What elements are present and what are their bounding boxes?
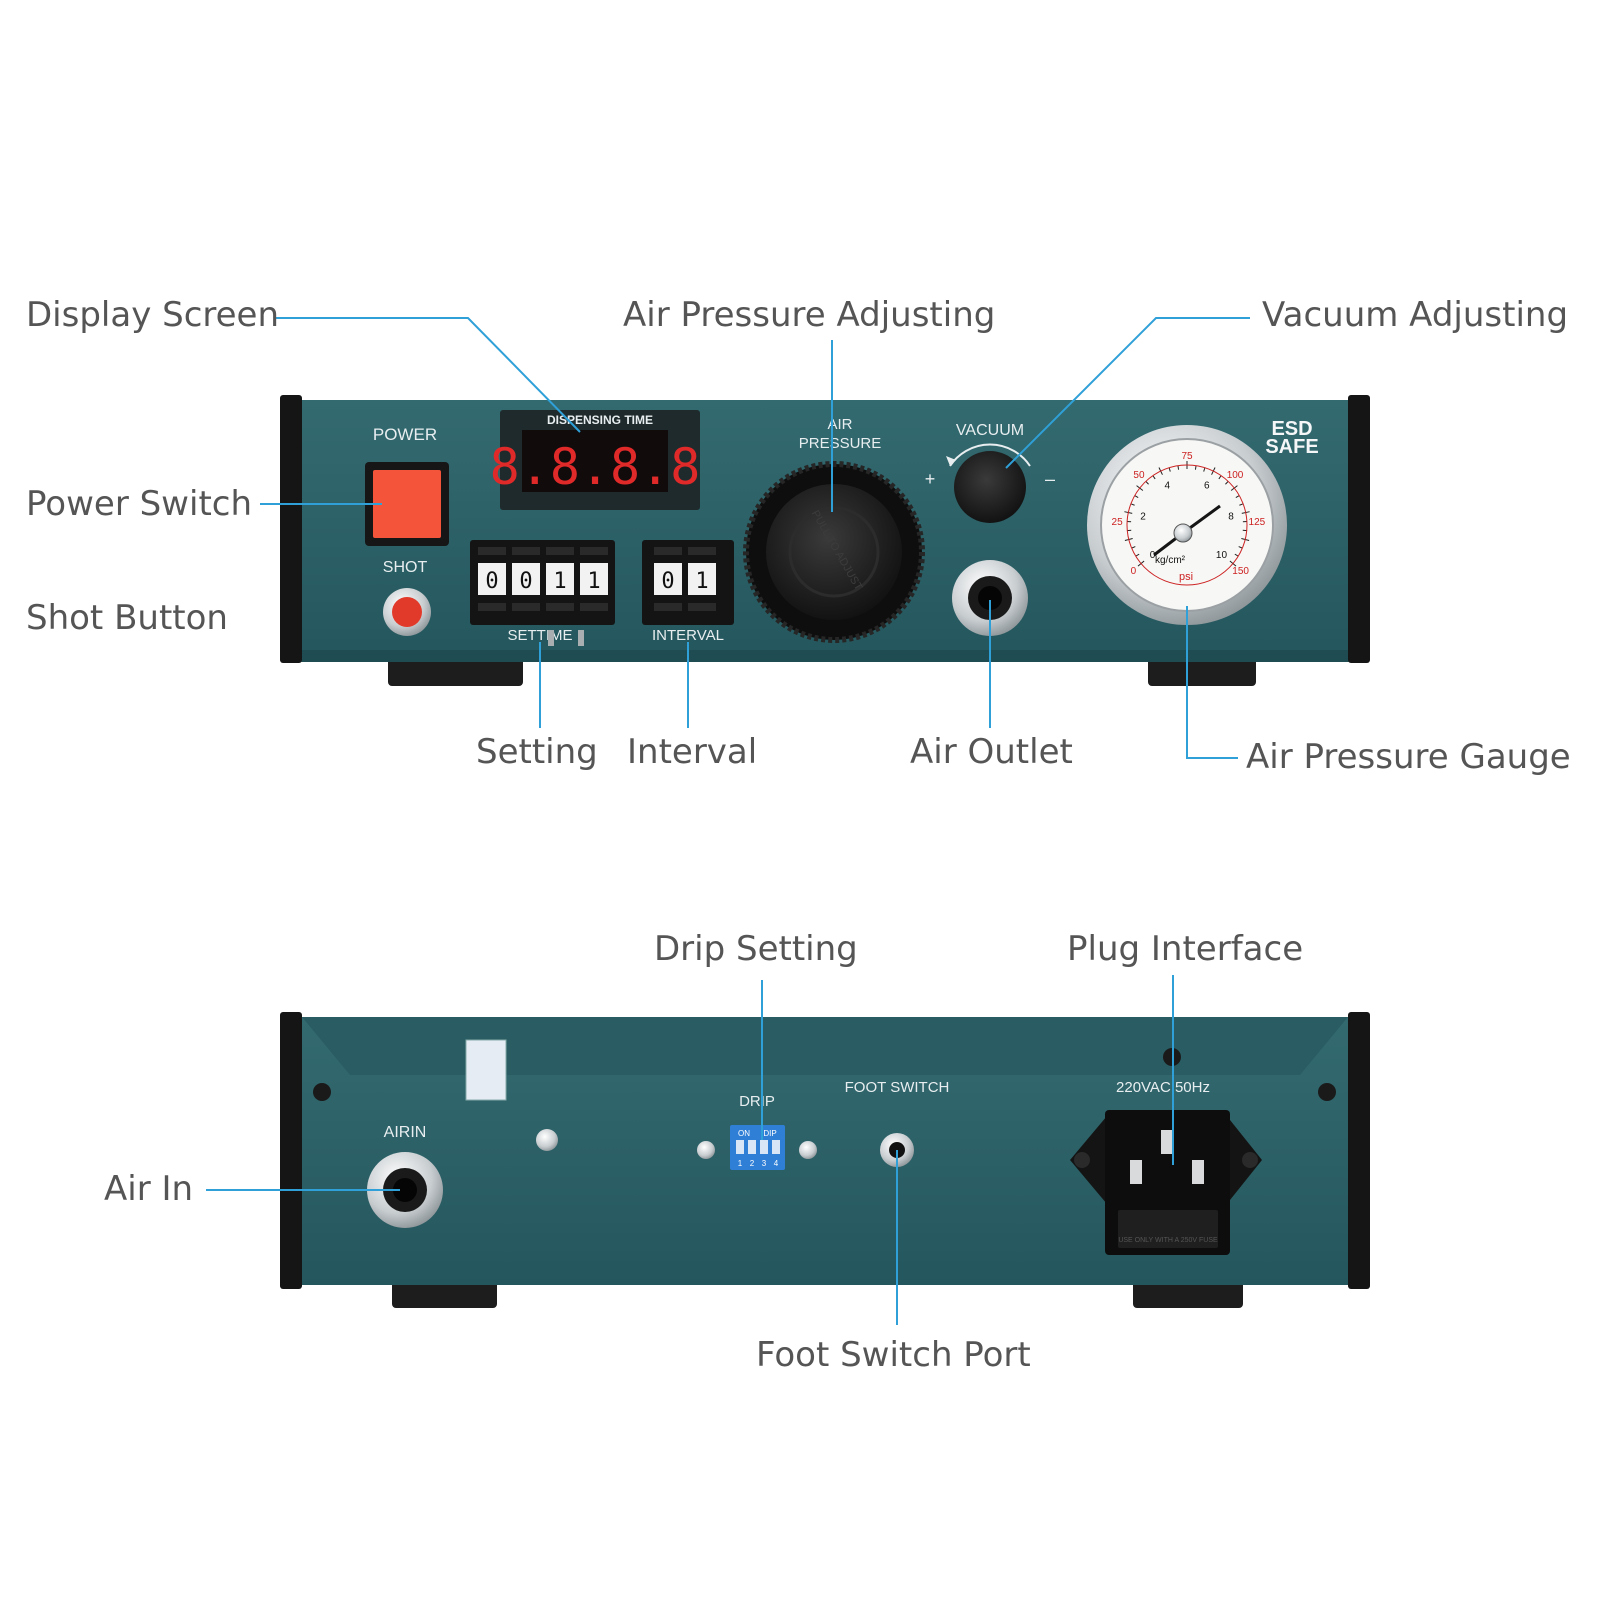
dip-number: 2	[750, 1159, 755, 1168]
rear-right-endcap	[1348, 1012, 1370, 1289]
wheel-button-up[interactable]	[512, 547, 540, 555]
rear-panel-bevel	[302, 1017, 1348, 1075]
gauge-unit-outer: psi	[1179, 571, 1193, 583]
callout-power-switch: Power Switch	[26, 487, 252, 521]
callout-air-pressure-gauge: Air Pressure Gauge	[1246, 740, 1571, 774]
interval-label: INTERVAL	[652, 627, 724, 644]
gauge-outer-tick-label: 75	[1181, 451, 1193, 462]
callout-plug-interface: Plug Interface	[1067, 932, 1303, 966]
wheel-button-up[interactable]	[580, 547, 608, 555]
gauge-outer-tick-label: 100	[1227, 470, 1244, 481]
plug-screw	[1242, 1152, 1258, 1168]
screw	[697, 1141, 715, 1159]
power-label: POWER	[373, 425, 437, 444]
front-right-endcap	[1348, 395, 1370, 663]
callout-air-in: Air In	[104, 1172, 193, 1206]
callout-setting: Setting	[476, 735, 598, 769]
gauge-outer-tick-label: 25	[1112, 517, 1124, 528]
dip-brand-label: DIP	[763, 1129, 776, 1138]
wheel-button-up[interactable]	[546, 547, 574, 555]
wheel-button-up[interactable]	[478, 547, 506, 555]
callout-interval: Interval	[627, 735, 757, 769]
gauge-unit-inner: kg/cm²	[1155, 555, 1186, 566]
front-left-endcap	[280, 395, 302, 663]
gauge-inner-tick-label: 8	[1228, 512, 1234, 523]
dip-number: 4	[774, 1159, 779, 1168]
dip-lever[interactable]	[760, 1140, 768, 1154]
wheel-digit: 1	[587, 569, 600, 594]
wheel-digit: 1	[553, 569, 566, 594]
shot-label: SHOT	[383, 559, 428, 576]
screw	[536, 1129, 558, 1151]
wheel-digit: 0	[661, 569, 674, 594]
foot-switch-label: FOOT SWITCH	[845, 1079, 950, 1096]
gauge-hub	[1174, 524, 1192, 542]
callout-air-pressure-adjusting: Air Pressure Adjusting	[623, 298, 995, 332]
vacuum-knob[interactable]	[954, 451, 1026, 523]
air-label-2: PRESSURE	[799, 435, 882, 452]
shot-button[interactable]	[392, 597, 422, 627]
front-bottom-lip	[302, 650, 1348, 662]
wheel-digit: 0	[519, 569, 532, 594]
gauge-inner-tick-label: 6	[1204, 481, 1210, 492]
screw-terminal	[578, 630, 584, 646]
wheel-button-down[interactable]	[688, 603, 716, 611]
wheel-button-down[interactable]	[478, 603, 506, 611]
callout-air-outlet: Air Outlet	[910, 735, 1073, 769]
callout-vacuum-adjusting: Vacuum Adjusting	[1262, 298, 1568, 332]
gauge-inner-tick-label: 2	[1140, 512, 1146, 523]
wheel-digit: 0	[485, 569, 498, 594]
gauge-outer-tick-label: 50	[1133, 470, 1145, 481]
callout-display-screen: Display Screen	[26, 298, 279, 332]
dip-lever[interactable]	[736, 1140, 744, 1154]
vacuum-minus: –	[1045, 469, 1055, 489]
wheel-button-down[interactable]	[546, 603, 574, 611]
dip-lever[interactable]	[772, 1140, 780, 1154]
rear-left-endcap	[280, 1012, 302, 1289]
dip-on-label: ON	[738, 1129, 750, 1138]
wheel-button-up[interactable]	[688, 547, 716, 555]
vacuum-plus: +	[925, 469, 936, 489]
screw	[799, 1141, 817, 1159]
gauge-inner-tick-label: 10	[1216, 550, 1228, 561]
display-digits: 8.8.8.8	[490, 438, 701, 496]
wheel-button-down[interactable]	[512, 603, 540, 611]
plug-pin	[1161, 1130, 1173, 1154]
gauge-tick	[1195, 466, 1196, 470]
settime-label: SETTIME	[507, 627, 572, 644]
screw	[1318, 1083, 1336, 1101]
gauge-outer-tick-label: 125	[1249, 517, 1266, 528]
screw-terminal	[548, 630, 554, 646]
dip-number: 1	[738, 1159, 743, 1168]
voltage-label: 220VAC 50Hz	[1116, 1079, 1210, 1096]
dip-number: 3	[762, 1159, 767, 1168]
callout-foot-switch-port: Foot Switch Port	[756, 1338, 1031, 1372]
screw	[313, 1083, 331, 1101]
plug-pin	[1192, 1160, 1204, 1184]
callout-drip-setting: Drip Setting	[654, 932, 858, 966]
gauge-outer-tick-label: 150	[1232, 566, 1249, 577]
wheel-button-down[interactable]	[654, 603, 682, 611]
gauge-outer-tick-label: 0	[1131, 566, 1137, 577]
fuse-text: USE ONLY WITH A 250V FUSE	[1118, 1237, 1218, 1244]
power-switch[interactable]	[373, 470, 441, 538]
wheel-button-down[interactable]	[580, 603, 608, 611]
plug-screw	[1074, 1152, 1090, 1168]
gauge-tick	[1178, 466, 1179, 470]
wheel-digit: 1	[695, 569, 708, 594]
vacuum-label: VACUUM	[956, 422, 1024, 439]
dip-lever[interactable]	[748, 1140, 756, 1154]
airin-label: AIRIN	[384, 1124, 427, 1141]
callout-shot-button: Shot Button	[26, 601, 228, 635]
esd-line2: SAFE	[1265, 436, 1318, 458]
drip-label: DRIP	[739, 1093, 775, 1110]
rear-sticker	[466, 1040, 506, 1100]
plug-pin	[1130, 1160, 1142, 1184]
wheel-button-up[interactable]	[654, 547, 682, 555]
gauge-inner-tick-label: 4	[1164, 481, 1170, 492]
